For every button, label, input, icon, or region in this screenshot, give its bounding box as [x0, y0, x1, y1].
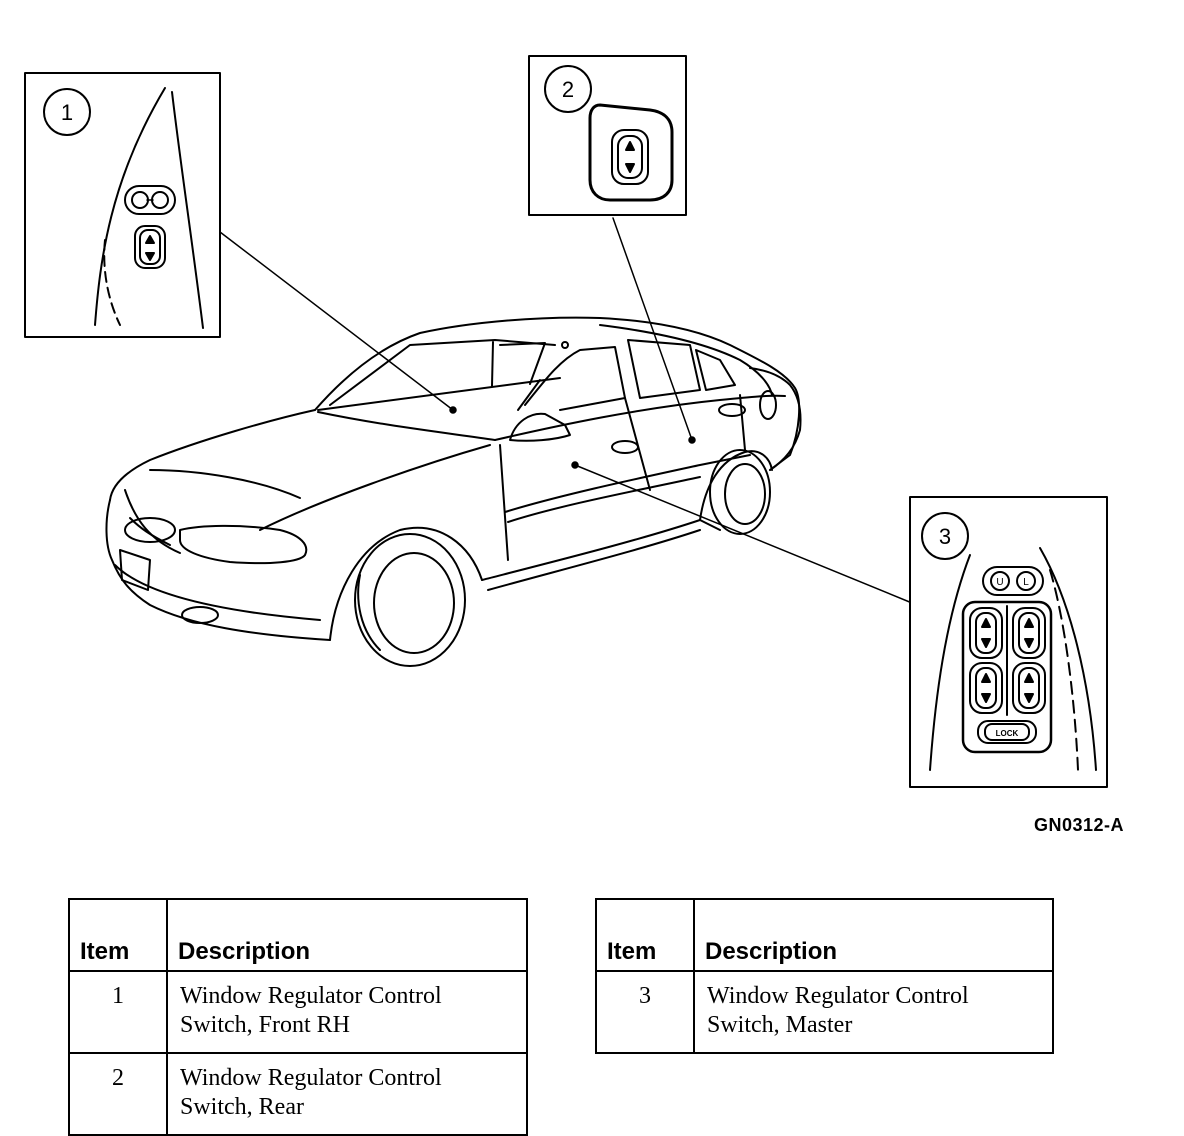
- callout-1-number: 1: [61, 100, 73, 125]
- switch-front-right: [1012, 607, 1046, 659]
- description-line: Window Regulator Control: [180, 983, 442, 1009]
- car-illustration: [105, 316, 802, 667]
- leader-line-1: [219, 231, 454, 411]
- unlock-label: U: [996, 577, 1003, 588]
- table-row: 1 Window Regulator Control Switch, Front…: [68, 970, 528, 1054]
- inset-1-front-rh-switch: 1: [24, 72, 221, 338]
- callout-3-circle: [921, 512, 969, 560]
- lock-button-label: LOCK: [996, 729, 1019, 738]
- callout-3-number: 3: [939, 524, 951, 549]
- legend-header-row: Item Description: [595, 898, 1054, 972]
- legend-table-left: Item Description 1 Window Regulator Cont…: [68, 898, 528, 1136]
- callout-2-number: 2: [562, 77, 574, 102]
- inset-3-master-switch: 3 U L: [909, 496, 1108, 788]
- header-description: Description: [166, 898, 528, 972]
- table-row: 3 Window Regulator Control Switch, Maste…: [595, 970, 1054, 1054]
- leader-line-3: [574, 464, 913, 604]
- legend-table-right: Item Description 3 Window Regulator Cont…: [595, 898, 1054, 1054]
- inset-2-rear-switch: 2: [528, 55, 687, 216]
- switch-rear-left: [969, 662, 1003, 714]
- leader-line-2: [612, 217, 693, 441]
- lock-label: L: [1023, 577, 1029, 588]
- car-diagram: 1 2 3 U L: [24, 55, 1108, 788]
- callout-2-circle: [544, 65, 592, 113]
- item-number: 2: [68, 1052, 168, 1136]
- leader-lines: [219, 217, 913, 604]
- description-line: Switch, Front RH: [180, 1012, 351, 1038]
- callout-1-circle: [43, 88, 91, 136]
- legend-header-row: Item Description: [68, 898, 528, 972]
- description-line: Window Regulator Control: [707, 983, 969, 1009]
- header-item: Item: [68, 898, 168, 972]
- description-line: Window Regulator Control: [180, 1065, 442, 1091]
- description-line: Switch, Rear: [180, 1094, 304, 1120]
- item-description: Window Regulator Control Switch, Master: [693, 970, 1054, 1054]
- item-number: 1: [68, 970, 168, 1054]
- switch-rear-right: [1012, 662, 1046, 714]
- item-description: Window Regulator Control Switch, Front R…: [166, 970, 528, 1054]
- header-description: Description: [693, 898, 1054, 972]
- switch-front-left: [969, 607, 1003, 659]
- header-item: Item: [595, 898, 695, 972]
- item-description: Window Regulator Control Switch, Rear: [166, 1052, 528, 1136]
- figure-code: GN0312-A: [1034, 815, 1125, 835]
- item-number: 3: [595, 970, 695, 1054]
- table-row: 2 Window Regulator Control Switch, Rear: [68, 1052, 528, 1136]
- description-line: Switch, Master: [707, 1012, 853, 1038]
